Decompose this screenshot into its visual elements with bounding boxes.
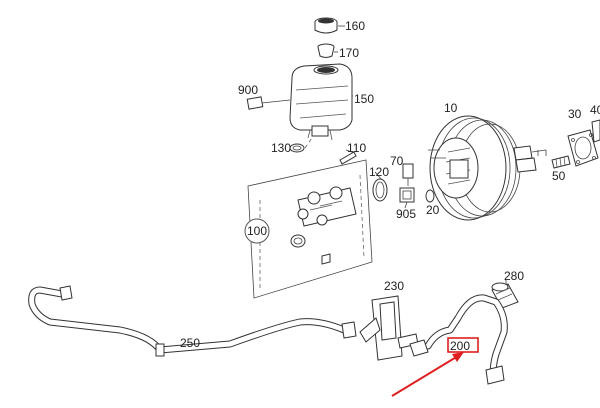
label-280: 280 [504, 269, 524, 283]
label-120: 120 [369, 165, 389, 179]
label-40: 40 [590, 103, 600, 117]
part-50-bolt[interactable] [551, 155, 571, 169]
part-70-sensor[interactable] [402, 163, 414, 186]
label-250: 250 [180, 336, 200, 350]
part-10-brake-booster[interactable] [428, 115, 547, 221]
label-20: 20 [426, 203, 440, 217]
part-130-grommet[interactable] [289, 143, 305, 153]
label-150: 150 [354, 92, 374, 106]
label-900: 900 [238, 83, 258, 97]
part-100-master-cylinder[interactable] [290, 186, 357, 265]
part-230-bracket[interactable] [359, 295, 419, 361]
part-905-connector[interactable] [399, 187, 415, 203]
part-900-clip[interactable] [246, 96, 264, 110]
callout-arrow [391, 352, 464, 397]
part-170-strainer[interactable] [317, 43, 335, 58]
label-30: 30 [568, 107, 582, 121]
part-100-group-frame [247, 159, 373, 299]
part-40[interactable] [591, 119, 600, 143]
label-100: 100 [247, 224, 267, 238]
label-200-highlight-box: 200 [447, 337, 479, 353]
part-150-reservoir[interactable] [289, 63, 353, 141]
label-70: 70 [390, 154, 404, 168]
part-160-cap[interactable] [314, 17, 338, 34]
part-110-pin[interactable] [339, 151, 357, 165]
label-170: 170 [339, 46, 359, 60]
part-250-vacuum-line[interactable] [28, 285, 357, 357]
label-100-circle [244, 218, 270, 244]
label-50: 50 [552, 169, 566, 183]
label-905: 905 [396, 207, 416, 221]
part-120-seal-ring[interactable] [372, 178, 388, 202]
part-200-vacuum-hose[interactable] [409, 294, 508, 385]
label-160: 160 [345, 19, 365, 33]
label-110: 110 [347, 141, 366, 155]
part-30-gasket[interactable] [567, 129, 599, 167]
label-200: 200 [450, 339, 470, 353]
label-10: 10 [444, 101, 458, 115]
label-130: 130 [271, 141, 291, 155]
label-230: 230 [384, 279, 404, 293]
part-20-oring[interactable] [425, 189, 435, 203]
